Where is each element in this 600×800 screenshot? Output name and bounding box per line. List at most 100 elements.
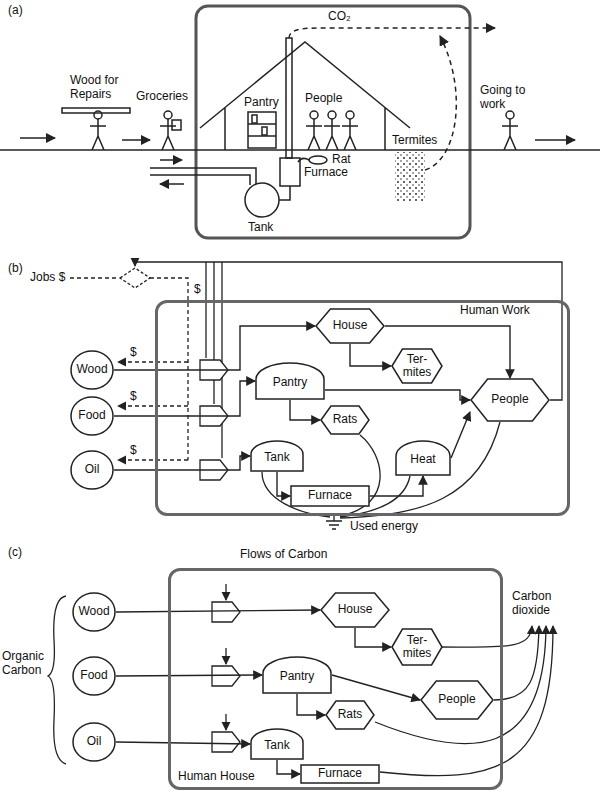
node-text: Oil <box>85 463 100 476</box>
flow-line <box>290 400 320 420</box>
node-text: Wood <box>76 363 107 376</box>
flow-line <box>370 476 423 496</box>
part-label: Furnace <box>304 166 348 180</box>
flow-line <box>116 675 262 676</box>
system-frame <box>196 6 470 238</box>
consumer-hexagon: People <box>420 680 494 720</box>
part-label: Rat <box>332 153 351 167</box>
source-circle: Wood <box>72 592 116 632</box>
money-line <box>118 361 188 362</box>
rat <box>309 156 327 164</box>
money-label: $ <box>194 283 201 297</box>
consumer-hexagon <box>321 406 369 434</box>
node-text: House <box>338 603 373 616</box>
house-illustration <box>0 6 600 238</box>
bracket <box>48 596 66 764</box>
flow-line <box>350 344 391 366</box>
flow-line <box>325 390 470 400</box>
co2-flow <box>425 36 456 170</box>
process-box <box>291 486 369 506</box>
oil-pipe <box>150 168 290 200</box>
co2-flow <box>380 626 553 776</box>
flow-line <box>116 742 250 744</box>
control-arrow <box>225 584 226 600</box>
money-line <box>118 459 188 460</box>
node-text: Furnace <box>318 767 362 780</box>
flow-line <box>116 610 320 612</box>
storage-tank: Tank <box>250 728 304 760</box>
node-text: Ter- mites <box>400 353 434 379</box>
flow-line <box>332 675 420 700</box>
ground-line <box>0 149 600 151</box>
interaction-symbol <box>212 602 240 622</box>
node-text: Pantry <box>280 666 315 683</box>
node-text: People <box>438 693 475 706</box>
source-circle: Food <box>72 656 116 696</box>
person-figure <box>306 111 322 150</box>
flow-line <box>451 412 470 458</box>
consumer-hexagon: Ter- mites <box>391 628 443 666</box>
co2-flow <box>289 28 495 38</box>
process-box: Furnace <box>290 485 370 507</box>
flow-line <box>277 472 290 496</box>
node-text: Ter- mites <box>400 634 434 660</box>
person-figure <box>342 111 358 150</box>
flow-label: CO₂ <box>328 10 351 24</box>
source-circle <box>73 723 115 761</box>
flow-line <box>114 381 255 416</box>
storage-tank: Heat <box>395 440 451 476</box>
system-boundary: Human HouseHouseTer- mitesPantryRatsPeop… <box>168 568 503 790</box>
flow-line <box>277 760 300 774</box>
money-line <box>70 277 118 278</box>
part-label: Termites <box>392 134 437 148</box>
node-text: Rats <box>338 708 363 721</box>
flow-line <box>355 628 391 647</box>
source-circle: Wood <box>70 350 114 390</box>
part-label: Pantry <box>244 96 279 110</box>
panel-letter: (a) <box>8 4 23 18</box>
ground-symbol <box>326 516 342 529</box>
consumer-hexagon <box>421 681 493 719</box>
exchange-diamond <box>120 268 150 288</box>
house-outline <box>200 42 410 150</box>
node-text: Heat <box>410 449 435 466</box>
node-text: Food <box>78 409 105 422</box>
source-circle <box>71 397 113 435</box>
consumer-hexagon: Rats <box>320 405 370 435</box>
node-text: Food <box>80 669 107 682</box>
consumer-hexagon <box>321 593 389 627</box>
jar <box>252 115 257 123</box>
money-line <box>118 405 188 406</box>
node-text: Tank <box>264 447 289 464</box>
source-circle <box>71 351 113 389</box>
consumer-hexagon <box>471 379 549 421</box>
storage-tank: Pantry <box>262 656 332 694</box>
part-label: Wood for Repairs <box>70 74 125 102</box>
chimney-pipe <box>286 38 292 158</box>
group-label: Organic Carbon <box>2 650 52 678</box>
inflow-arrow <box>122 139 150 141</box>
node-text: Oil <box>87 735 102 748</box>
system-boundary: Human WorkHouseTer- mitesPantryRatsPeopl… <box>155 300 570 516</box>
rat-tail <box>298 158 309 162</box>
co2-flow <box>439 626 532 647</box>
node-text: Pantry <box>273 372 308 389</box>
source-circle <box>71 451 113 489</box>
shelf-lines <box>248 124 276 136</box>
source-circle: Food <box>70 396 114 436</box>
person-figure <box>90 111 106 150</box>
source-circle <box>73 593 115 631</box>
storage-tank <box>396 441 450 475</box>
outflow-arrow <box>535 139 575 141</box>
sink-label: Used energy <box>350 520 418 534</box>
money-label: $ <box>130 390 137 404</box>
consumer-hexagon: House <box>320 592 390 628</box>
storage-tank <box>263 657 331 693</box>
money-label: $ <box>130 346 137 360</box>
part-label: People <box>305 92 342 106</box>
consumer-hexagon <box>316 309 384 343</box>
pipe-arrow <box>160 183 184 185</box>
control-arrow <box>225 648 226 664</box>
node-text: Wood <box>78 605 109 618</box>
consumer-hexagon: People <box>470 378 550 422</box>
